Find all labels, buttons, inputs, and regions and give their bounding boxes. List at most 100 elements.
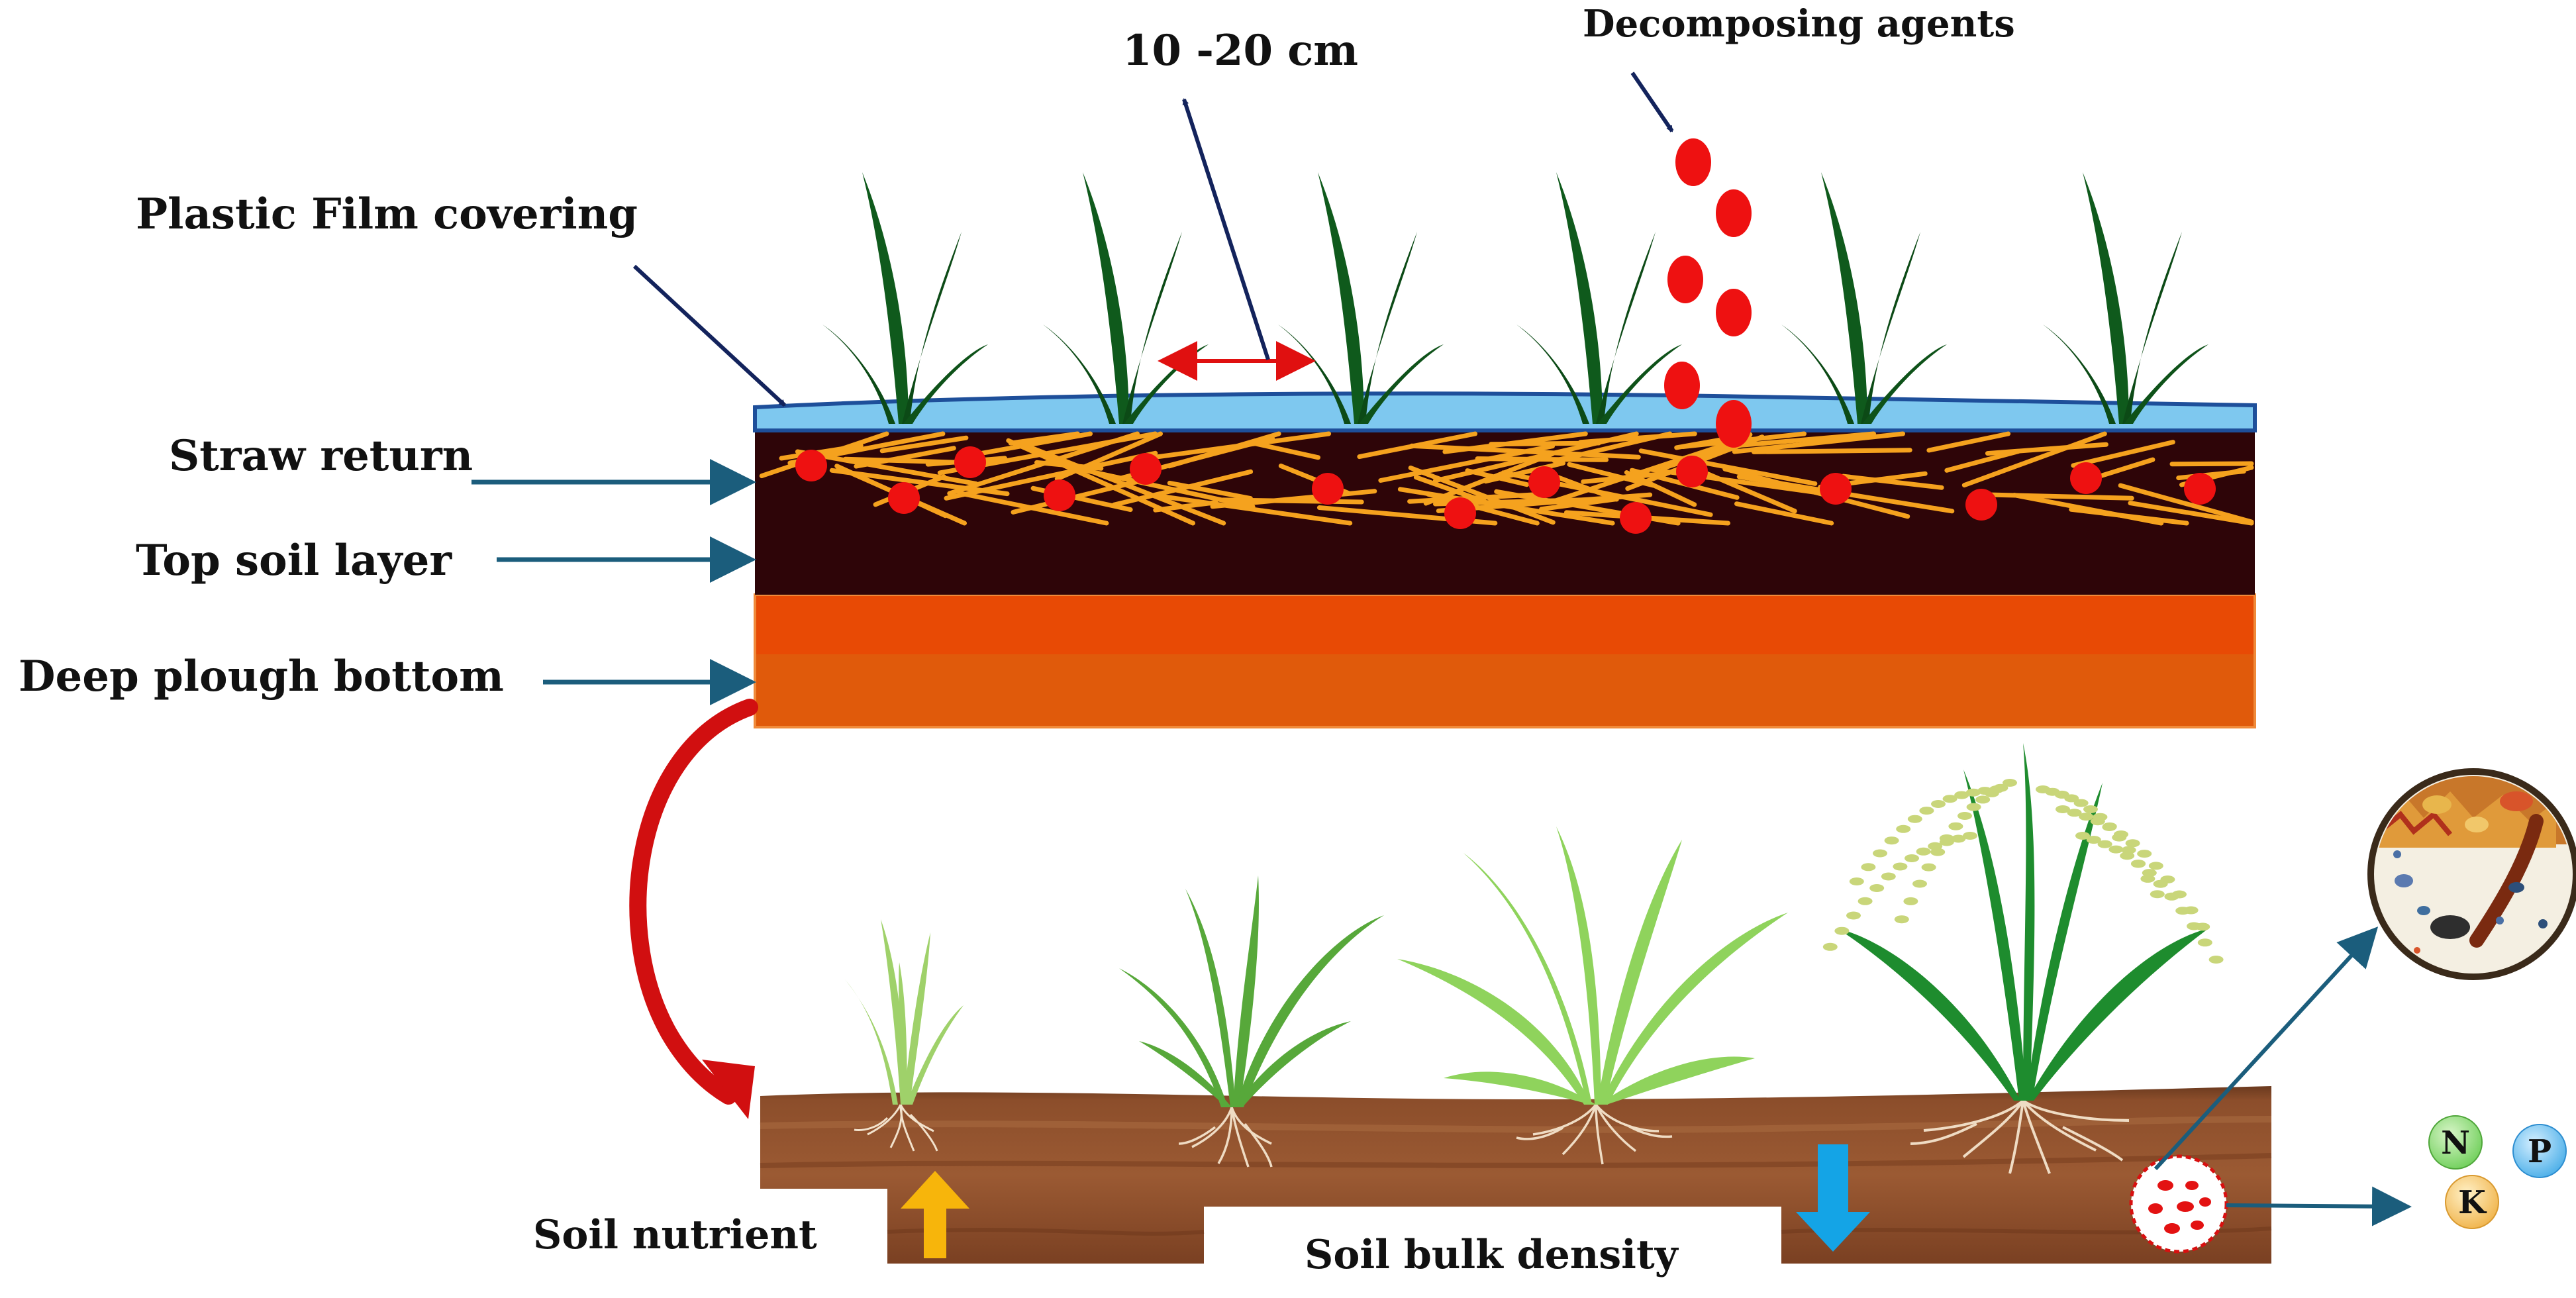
rice-grain [2175,907,2191,915]
straw-piece [1581,471,1666,484]
transition-arrow [629,699,758,1119]
rice-grain [1939,838,1954,846]
growth-stage-plants [844,743,2224,1174]
straw-piece [1158,493,1353,526]
microbe-circle [2367,768,2576,980]
rice-grain [1912,879,1927,888]
rice-grain [1966,803,1981,811]
svg-text:P: P [2528,1133,2551,1170]
seedling-row [822,172,2208,424]
seedling [822,172,988,424]
rice-grain [2187,922,2201,930]
plant-stage-1 [844,919,964,1152]
svg-text:K: K [2458,1184,2487,1221]
straw-piece [1247,440,1320,460]
rice-grain [1849,877,1864,885]
rice-grain [2067,809,2082,817]
rice-grain [1893,862,1908,871]
plastic-film-layer [753,391,2257,432]
rice-grain [2150,890,2165,899]
straw-piece [1979,492,2134,501]
rice-grain [1993,783,2008,792]
straw-piece [879,435,969,454]
straw-piece [1432,431,1639,483]
rice-grain [2208,956,2224,964]
decomposing-pointer [1630,72,1674,132]
plant-stage-4 [1822,743,2224,1174]
rice-grain [2097,840,2112,848]
rice-grain [1919,807,1934,815]
straw-piece [1442,431,1588,454]
layer-label-arrows [471,459,756,705]
rice-grain [1954,791,1969,799]
seedling [1516,172,1682,424]
svg-text:N: N [2441,1124,2470,1162]
rice-grain [1928,842,1943,850]
rice-grain [1905,854,1919,862]
straw-piece [1752,448,1912,454]
rice-grain [1907,815,1922,823]
straw-piece [779,443,864,461]
rice-grain [2120,852,2135,860]
rice-grain [1858,897,1873,905]
rice-grain [2075,832,2090,840]
cluster-to-microbes-arrow [2154,926,2379,1171]
rice-grain [1942,795,1957,803]
straw-piece [1220,497,1364,505]
straw-piece [854,446,956,469]
rice-grain [2003,779,2017,787]
rice-grain [2056,805,2070,813]
spacing-label: 10 -20 cm [1122,26,1358,75]
straw-piece [1409,443,1641,460]
rice-grain [2197,938,2212,947]
decomposer-cluster [2129,1154,2228,1254]
rice-grain [2140,874,2155,883]
potassium-ball: K [2445,1175,2499,1229]
straw-piece [1638,448,1818,486]
straw-piece [944,450,1158,501]
rice-panicles [1822,779,2224,964]
straw-piece [1167,480,1253,501]
straw-piece [1357,431,1478,460]
decomposing-agents-falling [1664,138,1752,448]
straw-return-label: Straw return [169,431,473,481]
film-pointer [632,264,787,407]
rice-grain [1957,812,1972,820]
straw-piece [1944,448,2021,473]
soil-nutrient-up-arrow [901,1171,969,1258]
bulk-density-down-arrow [1796,1144,1870,1252]
straw-piece [1397,487,1615,526]
rice-grain [2064,794,2079,803]
straw-piece [947,431,1140,496]
plant-stage-2 [1119,875,1384,1168]
rice-grain [2090,817,2105,826]
seedling [2043,172,2208,424]
straw-piece [1722,466,1910,519]
nitrogen-ball: N [2428,1115,2483,1170]
rice-grain [1846,911,1861,920]
rice-grain [1873,849,1887,858]
rice-grain [2102,823,2117,831]
bulk-density-label: Soil bulk density [1305,1232,1679,1278]
rice-grain [1903,897,1918,905]
plastic-film-label: Plastic Film covering [136,189,638,239]
rice-grain [1869,884,1885,892]
rice-grain [1984,789,1999,797]
deep-plough-label: Deep plough bottom [19,652,504,701]
rice-grain [1881,872,1896,881]
straw-piece [2012,493,2164,526]
rice-grain [1951,834,1966,843]
rice-grain [1965,788,1981,797]
rice-grain [2148,862,2163,870]
straw-piece [1690,465,1797,514]
rice-grain [2079,813,2094,821]
decomposing-agents-in-soil [795,446,2216,534]
straw-piece [1660,442,1736,471]
cluster-to-nutrients-arrow [2226,1186,2412,1226]
rice-grain [1963,832,1977,840]
straw-piece [2071,440,2175,468]
rice-grain [1948,822,1963,830]
spacing-pointer [1182,98,1270,360]
straw-piece [960,431,1093,460]
